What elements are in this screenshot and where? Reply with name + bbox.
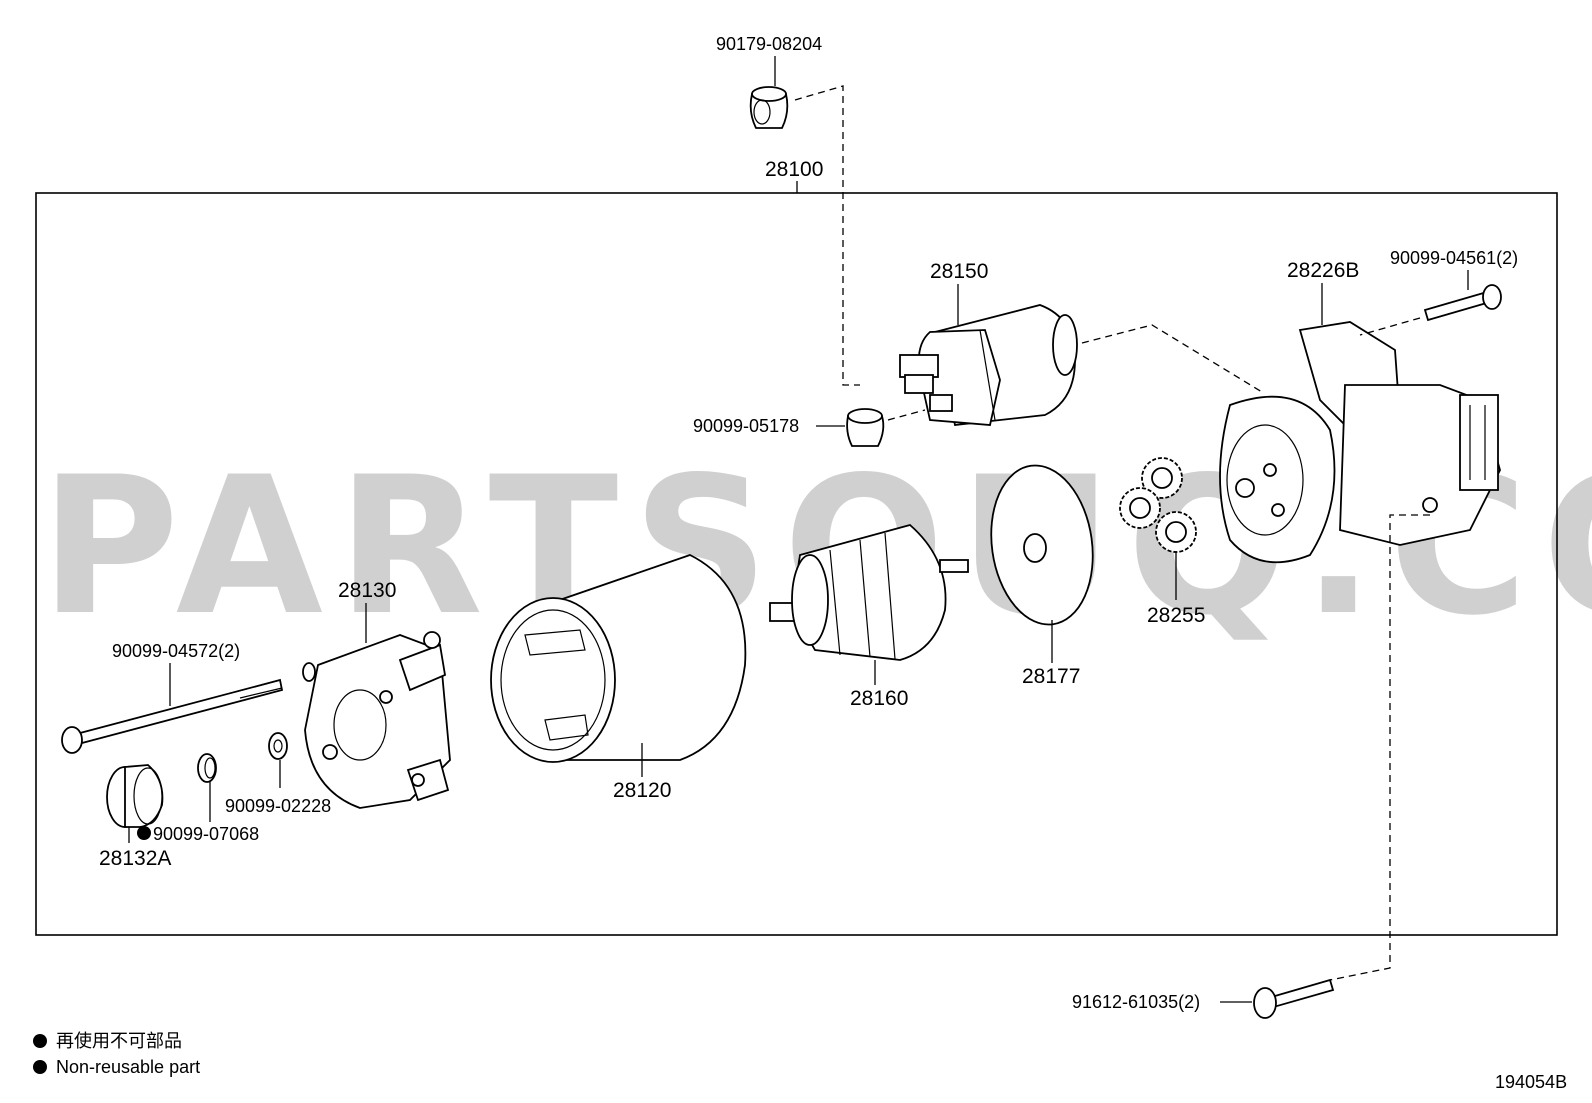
label-28226B[interactable]: 28226B [1287,259,1359,282]
legend-text-jp: 再使用不可部品 [56,1031,182,1051]
label-90099-07068[interactable]: 90099-07068 [153,824,259,844]
plate-icon-28177 [990,464,1094,626]
dash-90099-05178 [887,409,926,421]
cap-icon-28132A [106,764,164,828]
dash-90099-04561 [1359,317,1421,336]
label-90099-05178[interactable]: 90099-05178 [693,416,799,436]
nut-icon-90179-08204 [749,86,789,129]
label-28130[interactable]: 28130 [338,579,396,602]
label-90099-02228[interactable]: 90099-02228 [225,796,331,816]
label-28177[interactable]: 28177 [1022,665,1080,688]
label-28100[interactable]: 28100 [765,158,823,181]
housing-icon-28226B [1219,321,1501,564]
gears-icon-28255 [1119,457,1197,553]
label-28120[interactable]: 28120 [613,779,671,802]
dash-90179-08204 [794,85,860,386]
label-90099-04561[interactable]: 90099-04561(2) [1390,248,1518,268]
legend-marker-icon-jp [33,1034,47,1048]
washer-icon-90099-02228 [268,732,288,760]
bolt-icon-90099-04572 [61,678,284,754]
non-reusable-marker-icon [137,826,151,840]
label-90099-04572[interactable]: 90099-04572(2) [112,641,240,661]
label-28160[interactable]: 28160 [850,687,908,710]
figure-code: 194054B [1495,1072,1567,1092]
solenoid-icon-28150 [899,304,1078,426]
bolt-icon-91612-61035 [1253,978,1335,1019]
end-frame-icon-28130 [302,631,451,809]
label-28132A[interactable]: 28132A [99,847,171,870]
dash-28150-28226b [1081,324,1263,393]
legend-text-en: Non-reusable part [56,1057,200,1077]
yoke-icon-28120 [490,554,747,763]
label-28255[interactable]: 28255 [1147,604,1205,627]
label-28150[interactable]: 28150 [930,260,988,283]
dash-91612-61035 [1329,514,1430,981]
armature-icon-28160 [769,524,969,661]
legend-marker-icon-en [33,1060,47,1074]
label-91612-61035[interactable]: 91612-61035(2) [1072,992,1200,1012]
nut-icon-90099-05178 [846,408,885,447]
clip-icon-90099-07068 [197,753,217,783]
bolt-icon-90099-04561 [1423,284,1502,322]
label-90179-08204[interactable]: 90179-08204 [716,34,822,54]
